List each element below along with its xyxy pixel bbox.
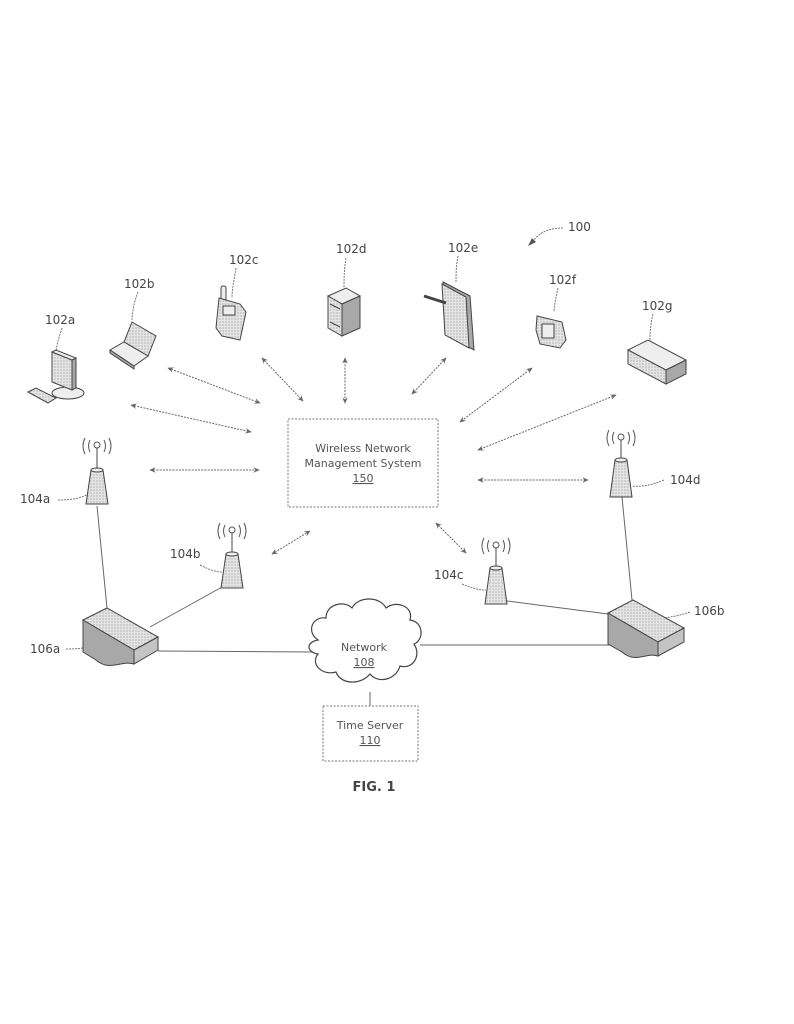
wired-connections	[96, 496, 633, 706]
network-label: Network	[341, 641, 388, 654]
label-102e: 102e	[448, 241, 478, 255]
label-104d: 104d	[670, 473, 701, 487]
network-switch-icon	[81, 607, 160, 666]
leader-102c	[231, 267, 237, 299]
access-point-104a: 104a	[20, 437, 112, 506]
arrow-102c	[261, 357, 304, 402]
tablet-icon	[423, 281, 475, 351]
antenna-tower-icon	[481, 537, 511, 605]
arrow-102e	[411, 357, 447, 395]
antenna-tower-icon	[606, 429, 636, 498]
label-102c: 102c	[229, 253, 259, 267]
device-102d: 102d	[326, 242, 367, 337]
arrow-102f	[459, 367, 533, 423]
wnms-ref: 150	[353, 472, 374, 485]
link-106a-network	[157, 650, 313, 653]
device-102c: 102c	[215, 253, 259, 341]
label-102g: 102g	[642, 299, 673, 313]
label-102b: 102b	[124, 277, 155, 291]
wireless-network-management-system: Wireless Network Management System 150	[287, 418, 439, 508]
network-cloud: Network 108	[308, 598, 422, 683]
label-102f: 102f	[549, 273, 577, 287]
device-102f: 102f	[535, 273, 577, 349]
figure-caption: FIG. 1	[353, 780, 396, 795]
arrow-104b	[271, 530, 311, 555]
label-106b: 106b	[694, 604, 725, 618]
system-ref-leader	[531, 227, 564, 244]
switch-106a: 106a	[30, 607, 160, 666]
device-102a: 102a	[26, 313, 85, 404]
system-ref-label: 100	[568, 220, 591, 234]
time-server-label: Time Server	[336, 719, 404, 732]
leader-104b	[199, 564, 223, 573]
set-top-box-icon	[626, 339, 688, 385]
arrow-102b	[167, 367, 261, 404]
wnms-label-line1: Wireless Network	[315, 442, 411, 455]
device-102e: 102e	[423, 241, 478, 351]
system-ref-100: 100	[528, 220, 591, 246]
link-104a-106a	[96, 505, 108, 609]
network-switch-icon	[606, 599, 686, 658]
network-ref: 108	[354, 656, 375, 669]
device-102g: 102g	[626, 299, 688, 385]
access-point-104b: 104b	[170, 522, 247, 589]
access-point-104c: 104c	[434, 537, 511, 605]
time-server-box	[322, 705, 419, 762]
server-tower-icon	[326, 287, 362, 337]
label-104b: 104b	[170, 547, 201, 561]
label-104a: 104a	[20, 492, 50, 506]
communication-arrows	[130, 357, 617, 555]
wnms-label-line2: Management System	[305, 457, 422, 470]
arrow-102a	[130, 403, 252, 434]
cloud-shape	[308, 598, 422, 683]
switch-106b: 106b	[606, 599, 725, 658]
access-point-104d: 104d	[606, 429, 701, 498]
desktop-computer-icon	[26, 349, 85, 404]
label-102a: 102a	[45, 313, 75, 327]
arrow-104c	[435, 522, 467, 554]
leader-104d	[631, 479, 665, 487]
leader-104c	[461, 583, 487, 591]
wnms-box	[287, 418, 439, 508]
leader-102d	[343, 257, 347, 289]
antenna-tower-icon	[82, 437, 112, 505]
leader-102e	[455, 255, 459, 283]
arrow-102g	[477, 394, 617, 451]
leader-102f	[553, 287, 559, 313]
label-102d: 102d	[336, 242, 367, 256]
link-104d-106b	[621, 496, 633, 601]
cell-phone-icon	[215, 285, 247, 341]
link-104b-106a	[149, 586, 223, 628]
system-ref-arrowhead	[528, 238, 536, 246]
time-server-ref: 110	[360, 734, 381, 747]
leader-102g	[649, 313, 654, 343]
leader-104a	[57, 493, 89, 501]
leader-102b	[131, 291, 139, 321]
label-106a: 106a	[30, 642, 60, 656]
laptop-icon	[109, 321, 157, 370]
label-104c: 104c	[434, 568, 464, 582]
link-104c-106b	[506, 600, 609, 615]
antenna-tower-icon	[217, 522, 247, 589]
time-server: Time Server 110	[322, 705, 419, 762]
camera-icon	[535, 315, 567, 349]
device-102b: 102b	[109, 277, 157, 370]
